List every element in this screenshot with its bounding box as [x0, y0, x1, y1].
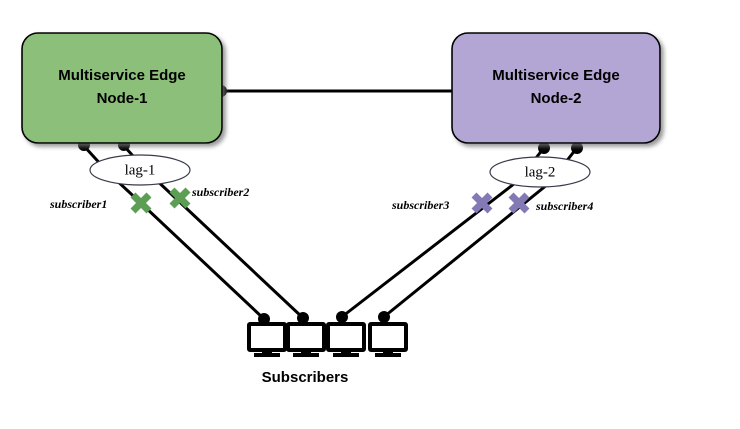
monitor-4: [368, 322, 408, 357]
node-2[interactable]: Multiservice Edge Node-2: [451, 32, 661, 144]
inter-node-link: [215, 85, 466, 97]
subscriber3-x-icon: [471, 192, 493, 214]
subscriber3-label: subscriber3: [391, 198, 449, 212]
lag-2-ellipse[interactable]: [489, 156, 591, 188]
subscriber4-label: subscriber4: [535, 199, 593, 213]
node-1-label-line2: Node-1: [97, 90, 148, 107]
lag-2-label: lag-2: [525, 164, 556, 180]
lag-1-label: lag-1: [125, 162, 156, 178]
node-1-box[interactable]: [21, 32, 223, 144]
monitor-2: [286, 322, 326, 357]
lag-1-ellipse[interactable]: [89, 154, 191, 186]
subscribers-group-label: Subscribers: [262, 369, 349, 386]
monitor-3: [326, 322, 366, 357]
subscriber3-monitor3-link: [336, 178, 521, 323]
node-1[interactable]: Multiservice Edge Node-1: [21, 32, 223, 144]
subscriber2-label: subscriber2: [191, 185, 249, 199]
node-2-label-line2: Node-2: [531, 90, 582, 107]
node-2-label-line1: Multiservice Edge: [492, 67, 620, 84]
subscriber1-x-icon: [130, 192, 152, 214]
node-2-box[interactable]: [451, 32, 661, 144]
lag-2-group[interactable]: lag-2: [489, 156, 591, 188]
lag-1-group[interactable]: lag-1: [89, 154, 191, 186]
subscriber1-label: subscriber1: [49, 197, 107, 211]
monitor-1: [247, 322, 287, 357]
subscriber4-x-icon: [508, 192, 530, 214]
subscriber4-monitor4-link: [378, 178, 555, 323]
node-1-label-line1: Multiservice Edge: [58, 67, 186, 84]
subscriber2-x-icon: [169, 187, 191, 209]
